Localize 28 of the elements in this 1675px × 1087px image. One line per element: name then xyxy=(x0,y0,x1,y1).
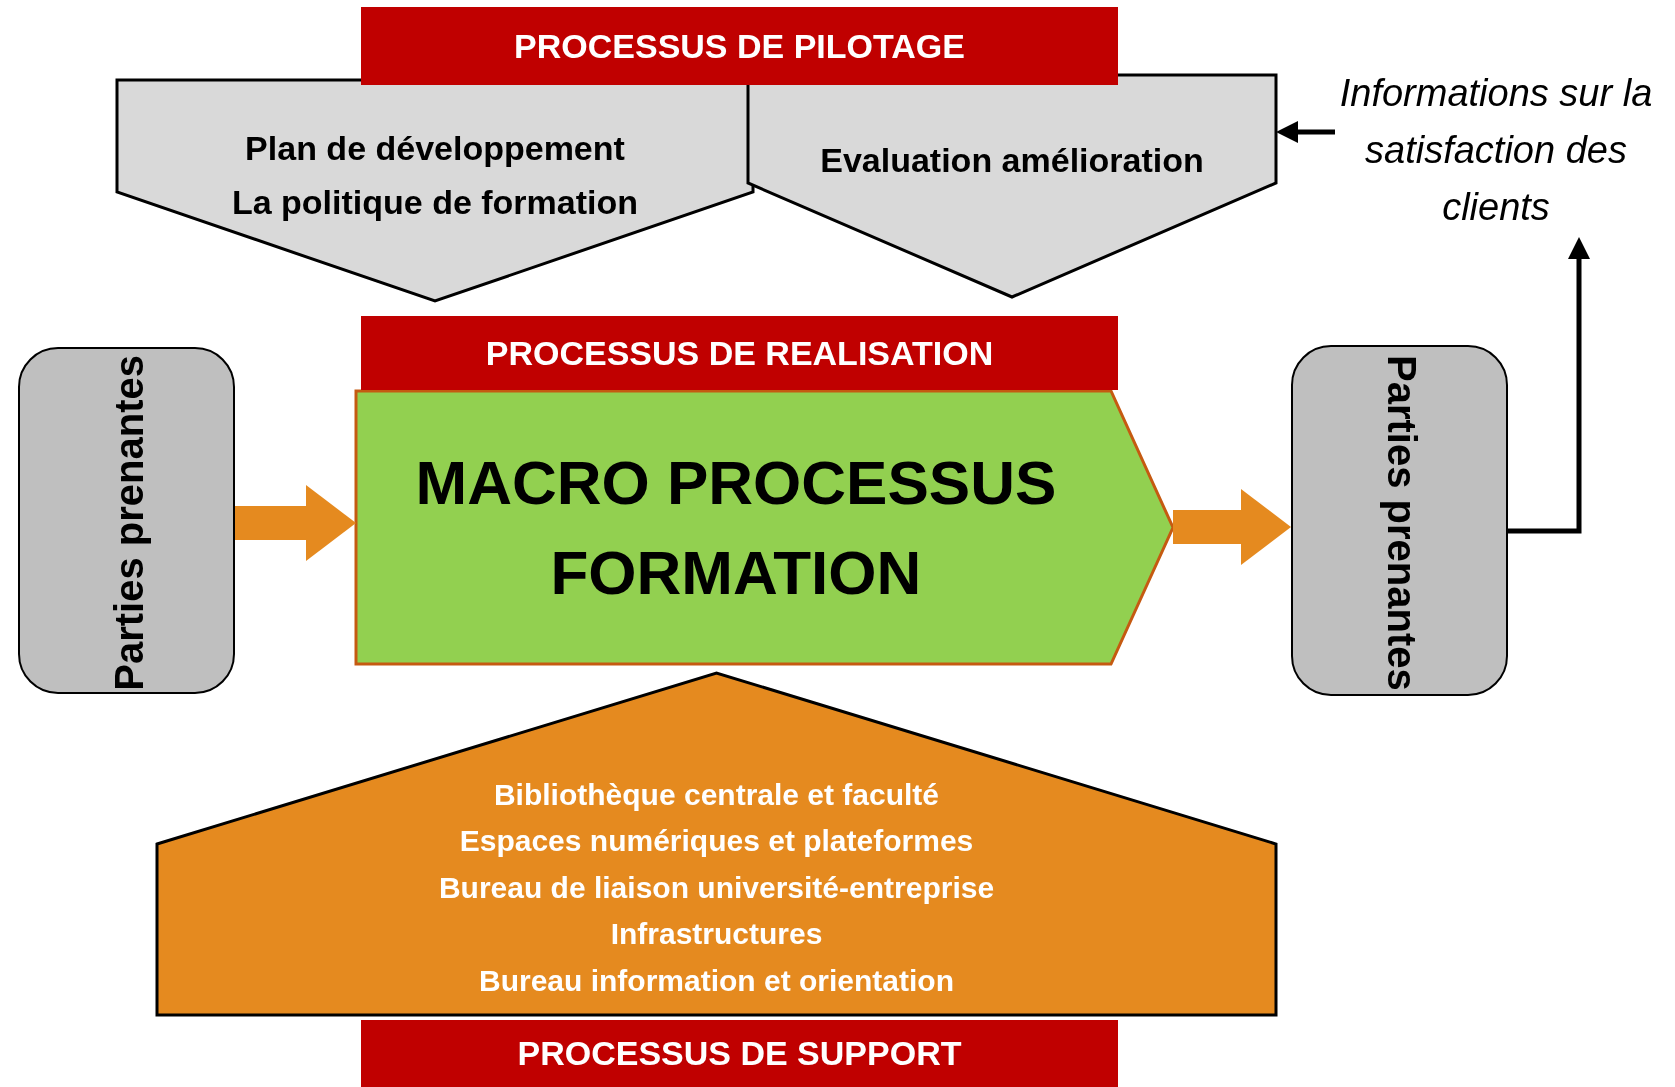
band-title: PROCESSUS DE REALISATION xyxy=(485,333,994,373)
box-label: Parties prenantes xyxy=(105,354,152,691)
pentagon-shape xyxy=(748,75,1276,297)
process-label: Bureau de liaison université-entreprise xyxy=(438,869,995,906)
process-band xyxy=(361,7,1118,85)
box-label: Parties prenantes xyxy=(1378,354,1425,691)
process-band xyxy=(361,316,1118,390)
rounded-box xyxy=(18,347,235,694)
process-label: Infrastructures xyxy=(610,916,823,953)
process-label: Plan de développement xyxy=(245,127,625,169)
arrow xyxy=(1276,121,1335,143)
process-label: Bureau information et orientation xyxy=(479,962,954,999)
process-band xyxy=(361,1020,1118,1087)
process-title: MACRO PROCESSUS FORMATION xyxy=(414,446,1058,609)
process-label: Evaluation amélioration xyxy=(820,140,1204,180)
rounded-box xyxy=(1291,345,1508,696)
band-title: PROCESSUS DE PILOTAGE xyxy=(514,26,965,66)
block-arrow xyxy=(235,485,356,561)
house-shape xyxy=(157,673,1276,1015)
chevron-shape xyxy=(356,391,1173,664)
process-label: Espaces numériques et plateformes xyxy=(459,823,974,860)
pentagon-shape xyxy=(117,80,753,301)
note-text: Informations sur la satisfaction des clients xyxy=(1338,71,1654,230)
process-label: Bibliothèque centrale et faculté xyxy=(493,776,940,813)
block-arrow xyxy=(1173,489,1291,565)
arrow xyxy=(1508,237,1590,534)
band-title: PROCESSUS DE SUPPORT xyxy=(517,1034,962,1073)
process-label: La politique de formation xyxy=(231,182,639,223)
